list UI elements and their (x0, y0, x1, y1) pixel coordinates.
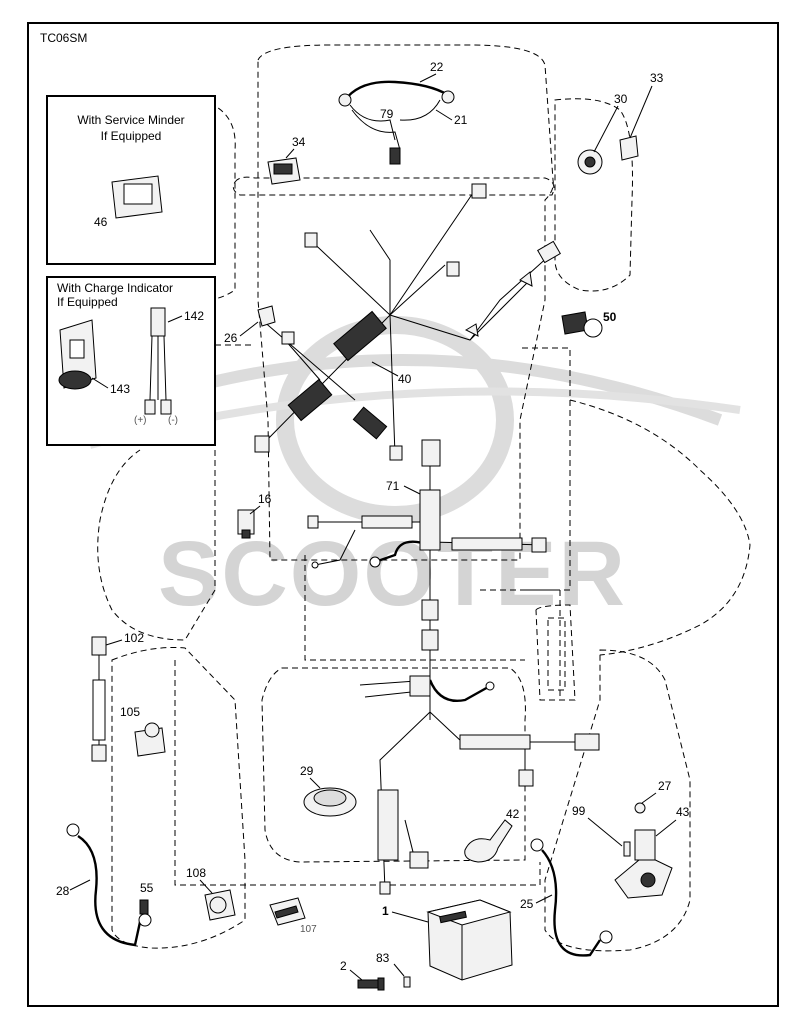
harness-adapter-icon (150, 307, 166, 337)
bolt-55: 55 (139, 881, 154, 915)
part-50-label: 50 (603, 310, 617, 324)
part-42-label: 42 (506, 807, 520, 821)
engine-harness-71: 71 (307, 439, 547, 720)
main-wiring-harness: 40 (254, 183, 561, 461)
switch-34: 34 (267, 135, 306, 185)
part-29-label: 29 (300, 764, 314, 778)
part-55-label: 55 (140, 881, 154, 895)
part-21-label: 21 (454, 113, 468, 127)
part-108-label: 108 (186, 866, 206, 880)
charge-indicator-subtitle: If Equipped (57, 295, 118, 309)
charge-indicator-title: With Charge Indicator (57, 281, 173, 295)
part-22-label: 22 (430, 60, 444, 74)
seat-switch-assembly: 27 99 43 (572, 779, 690, 899)
part-79-label: 79 (380, 107, 394, 121)
part-71-label: 71 (386, 479, 400, 493)
negative-terminal-label: (-) (168, 415, 178, 426)
service-minder-box: With Service Minder If Equipped 46 (46, 95, 216, 265)
service-minder-title: With Service Minder (77, 113, 184, 127)
part-46-label: 46 (94, 215, 108, 229)
charge-indicator-box: With Charge Indicator If Equipped 142 14… (46, 276, 216, 446)
solenoid-105: 105 (120, 705, 166, 757)
watermark: SCOOTER (87, 316, 741, 625)
relay-50: 50 (561, 310, 617, 338)
service-minder-subtitle: If Equipped (101, 129, 162, 143)
diagram-frame (27, 22, 779, 1007)
diagram-code: TC06SM (40, 31, 87, 45)
part-1-label: 1 (382, 904, 389, 918)
part-26-label: 26 (224, 331, 238, 345)
boot-42: 42 (464, 807, 520, 863)
part-27-label: 27 (658, 779, 672, 793)
part-105-label: 105 (120, 705, 140, 719)
part-28-label: 28 (56, 884, 70, 898)
headlight-assembly: 22 79 21 (338, 60, 468, 165)
part-102-label: 102 (124, 631, 144, 645)
fuse-holder-26: 26 (224, 305, 276, 345)
part-83-label: 83 (376, 951, 390, 965)
horn-29: 29 (300, 764, 357, 817)
hardware-2-83: 2 83 (340, 951, 411, 991)
battery-1: 1 (382, 899, 513, 981)
part-16-label: 16 (258, 492, 272, 506)
part-40-label: 40 (398, 372, 412, 386)
part-34-label: 34 (292, 135, 306, 149)
connector-16: 16 (237, 492, 272, 539)
positive-terminal-label: (+) (134, 415, 147, 426)
part-33-label: 33 (650, 71, 664, 85)
part-107-label: 107 (300, 924, 317, 935)
fuse-107: 107 (269, 897, 317, 935)
harness-102: 102 (91, 631, 144, 762)
battery-cable-25: 25 (520, 838, 613, 957)
part-30-label: 30 (614, 92, 628, 106)
part-143-label: 143 (110, 382, 130, 396)
watermark-text: SCOOTER (158, 523, 627, 625)
part-99-label: 99 (572, 804, 586, 818)
rear-harness (359, 675, 600, 895)
part-2-label: 2 (340, 959, 347, 973)
part-25-label: 25 (520, 897, 534, 911)
part-142-label: 142 (184, 309, 204, 323)
part-43-label: 43 (676, 805, 690, 819)
relay-108: 108 (186, 866, 236, 921)
ignition-switch: 30 33 (577, 71, 664, 175)
battery-cable-28: 28 (56, 823, 152, 947)
